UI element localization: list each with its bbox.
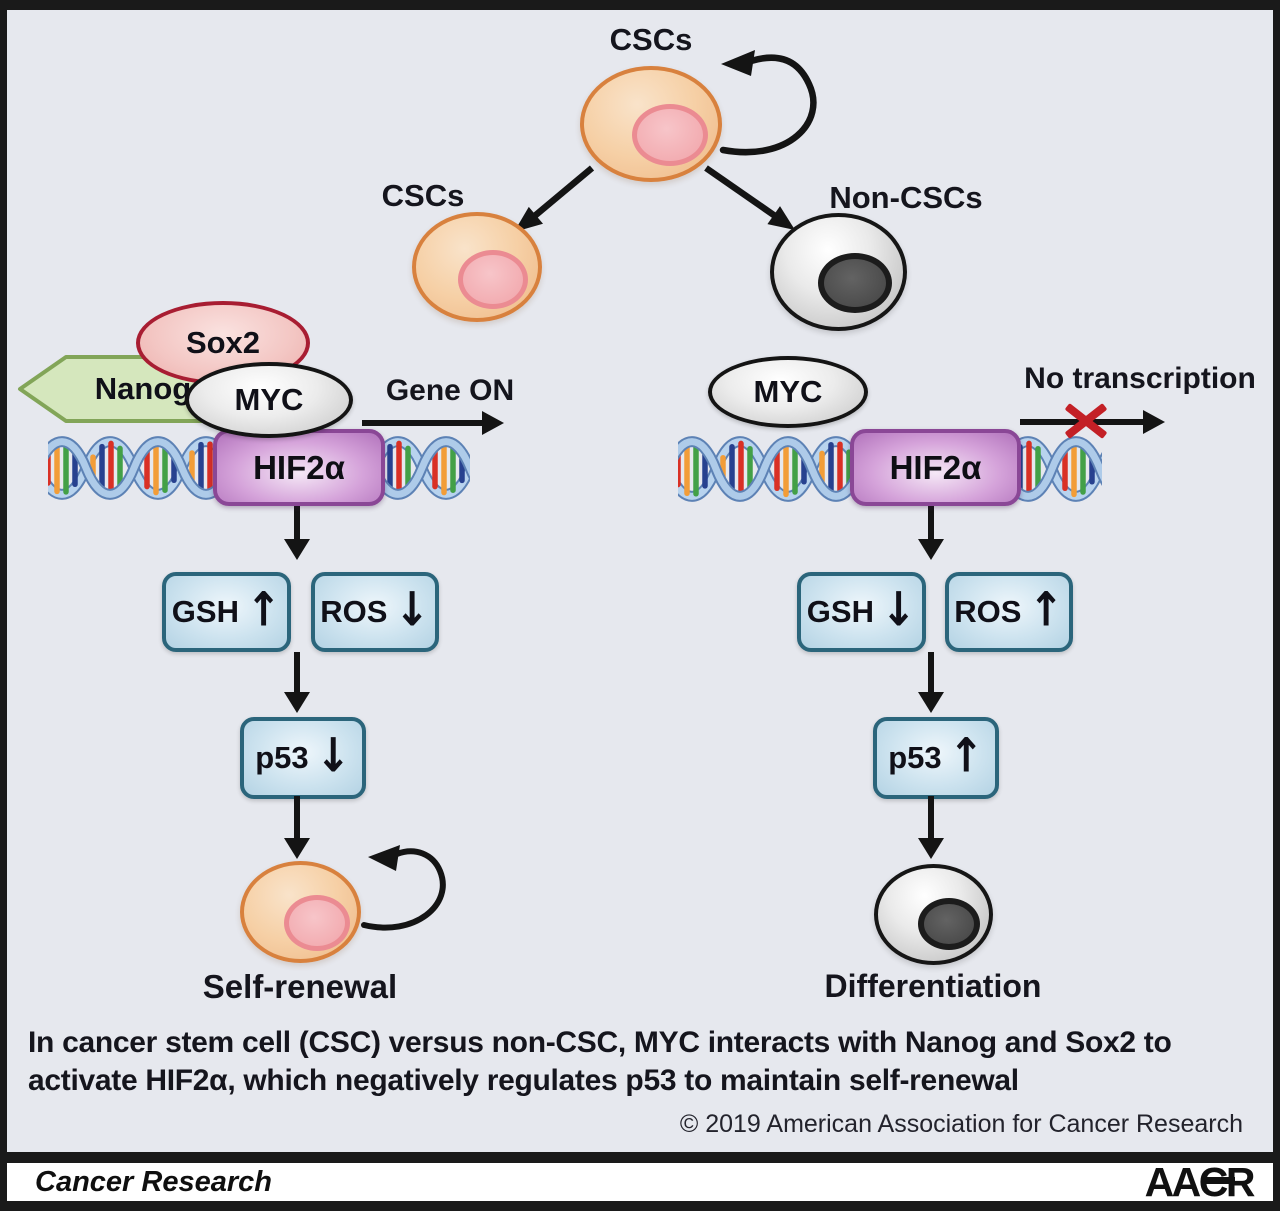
csc-left-label: CSCs [381,178,465,213]
p53-box-right: p53 ↑ [873,717,999,799]
aacr-logo-bar [1200,1176,1235,1184]
no-transcription-label: No transcription [1024,362,1256,395]
myc-ellipse-left: MYC [185,362,353,438]
flow-arrow-icon [916,796,946,859]
self-renewal-label: Self-renewal [202,968,398,1005]
differentiated-cell [874,864,993,965]
gene-on-arrow-icon [362,410,504,436]
flow-arrow-icon [282,796,312,859]
p53-label: p53 [255,740,309,775]
up-arrow-icon: ↑ [948,727,984,783]
self-renewal-arrow-icon [719,50,817,156]
flow-arrow-icon [916,505,946,560]
cell-nucleus [632,104,708,166]
gsh-box-left: GSH ↑ [162,572,291,652]
gsh-label: GSH [171,594,239,629]
ros-label: ROS [954,594,1022,629]
up-arrow-icon: ↑ [1028,581,1064,637]
cell-nucleus [818,253,892,313]
division-arrows-icon [514,165,795,232]
down-arrow-icon: ↓ [394,581,430,637]
non-csc-label: Non-CSCs [829,180,983,215]
hif2a-box-left: HIF2α [213,429,385,506]
journal-footer: Cancer Research AACR [7,1158,1273,1205]
self-renewal-arrow-icon [361,845,446,931]
flow-arrow-icon [282,505,312,560]
gsh-label: GSH [806,594,874,629]
p53-box-left: p53 ↓ [240,717,366,799]
aacr-logo-text: AACR [1144,1158,1256,1205]
csc-top-label: CSCs [609,22,693,57]
cell-nucleus [458,250,528,309]
aacr-logo: AACR [1144,1158,1256,1205]
blocked-arrow-icon [1020,403,1165,439]
red-x-icon [1062,397,1110,445]
p53-label: p53 [888,740,942,775]
up-arrow-icon: ↑ [245,581,282,637]
caption-line-1: In cancer stem cell (CSC) versus non-CSC… [28,1026,1172,1059]
gene-on-label: Gene ON [385,374,515,407]
csc-cell-top [580,66,722,182]
gsh-box-right: GSH ↓ [797,572,926,652]
copyright-line: © 2019 American Association for Cancer R… [679,1110,1243,1138]
self-renewal-cell [240,861,361,963]
down-arrow-icon: ↓ [315,727,351,783]
hif2a-box-right: HIF2α [850,429,1021,506]
ros-box-right: ROS ↑ [945,572,1073,652]
myc-ellipse-right: MYC [708,356,868,428]
non-csc-cell [770,213,907,331]
cell-nucleus [918,898,980,950]
ros-label: ROS [320,594,388,629]
flow-arrow-icon [282,652,312,713]
csc-cell-left [412,212,542,322]
differentiation-label: Differentiation [824,968,1042,1004]
flow-arrow-icon [916,652,946,713]
cell-nucleus [284,895,350,951]
down-arrow-icon: ↓ [880,581,917,637]
caption-line-2: activate HIF2α, which negatively regulat… [28,1064,1019,1097]
journal-title: Cancer Research [35,1165,272,1198]
ros-box-left: ROS ↓ [311,572,439,652]
